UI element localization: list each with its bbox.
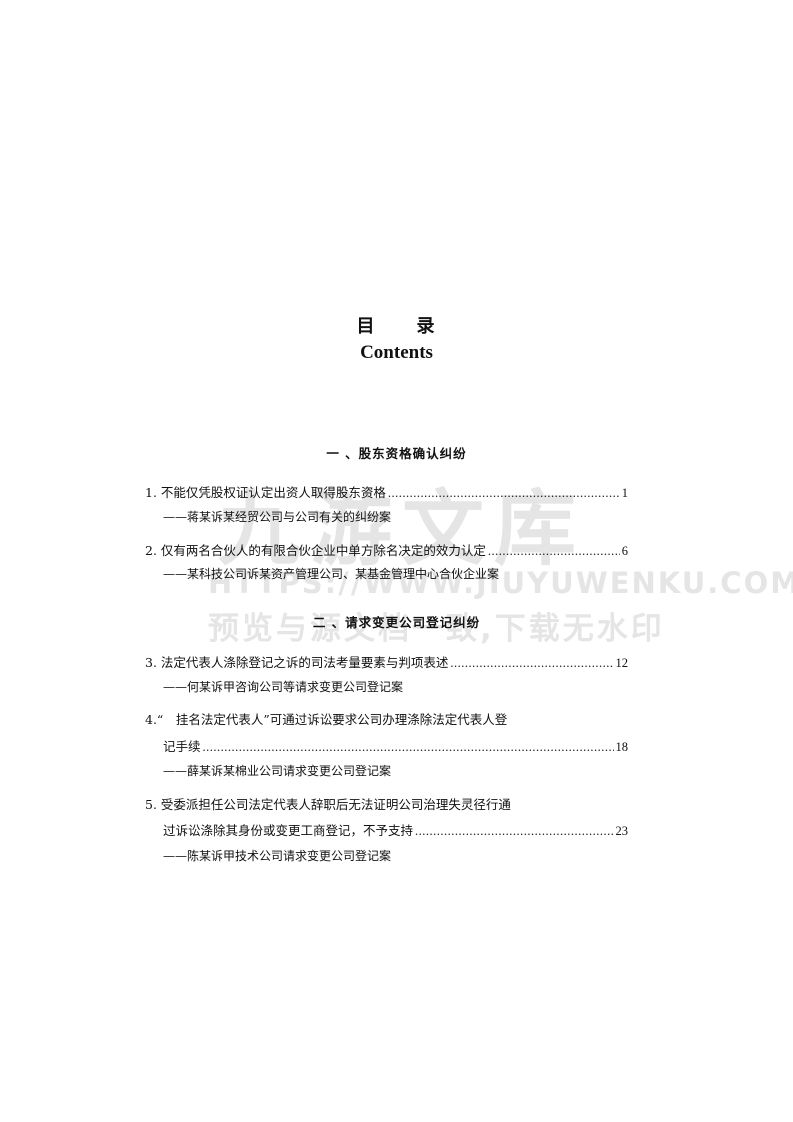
entry-title: 1. 不能仅凭股权证认定出资人取得股东资格 — [145, 485, 386, 500]
toc-entry[interactable]: 2. 仅有两名合伙人的有限合伙企业中单方除名决定的效力认定 6 — [145, 540, 628, 559]
leader-dots — [450, 655, 613, 671]
toc-entry[interactable]: 过诉讼涤除其身份或变更工商登记，不予支持 23 — [163, 820, 628, 839]
page-number: 23 — [615, 824, 629, 838]
section-heading: 一 、股东资格确认纠纷 — [326, 446, 467, 461]
entry-title-line[interactable]: 5. 受委派担任公司法定代表人辞职后无法证明公司治理失灵径行通 — [145, 797, 511, 812]
leader-dots — [388, 485, 620, 501]
toc-entry[interactable]: 3. 法定代表人涤除登记之诉的司法考量要素与判项表述 12 — [145, 652, 628, 671]
page-number: 1 — [621, 486, 628, 500]
toc-entry[interactable]: 记手续 18 — [163, 736, 628, 755]
entry-title: 记手续 — [163, 739, 201, 754]
entry-title: 过诉讼涤除其身份或变更工商登记，不予支持 — [163, 823, 414, 838]
entry-case: ——陈某诉甲技术公司请求变更公司登记案 — [163, 849, 392, 863]
entry-title: 2. 仅有两名合伙人的有限合伙企业中单方除名决定的效力认定 — [145, 543, 486, 558]
page-number: 12 — [615, 656, 629, 670]
entry-title: 3. 法定代表人涤除登记之诉的司法考量要素与判项表述 — [145, 655, 449, 670]
entry-case: ——蒋某诉某经贸公司与公司有关的纠纷案 — [163, 510, 392, 524]
page-title: 目 录 — [356, 316, 437, 337]
page-subtitle: Contents — [360, 342, 433, 363]
entry-title-line[interactable]: 4.“ 挂名法定代表人”可通过诉讼要求公司办理涤除法定代表人登 — [145, 712, 508, 727]
entry-case: ——何某诉甲咨询公司等请求变更公司登记案 — [163, 680, 404, 694]
page-number: 18 — [615, 740, 629, 754]
leader-dots — [203, 739, 614, 755]
leader-dots — [488, 543, 620, 559]
toc-entry[interactable]: 1. 不能仅凭股权证认定出资人取得股东资格 1 — [145, 482, 628, 501]
leader-dots — [415, 823, 613, 839]
page-number: 6 — [621, 544, 628, 558]
entry-case: ——某科技公司诉某资产管理公司、某基金管理中心合伙企业案 — [163, 567, 500, 581]
section-heading: 二 、请求变更公司登记纠纷 — [312, 615, 481, 630]
entry-case: ——薛某诉某棉业公司请求变更公司登记案 — [163, 764, 392, 778]
